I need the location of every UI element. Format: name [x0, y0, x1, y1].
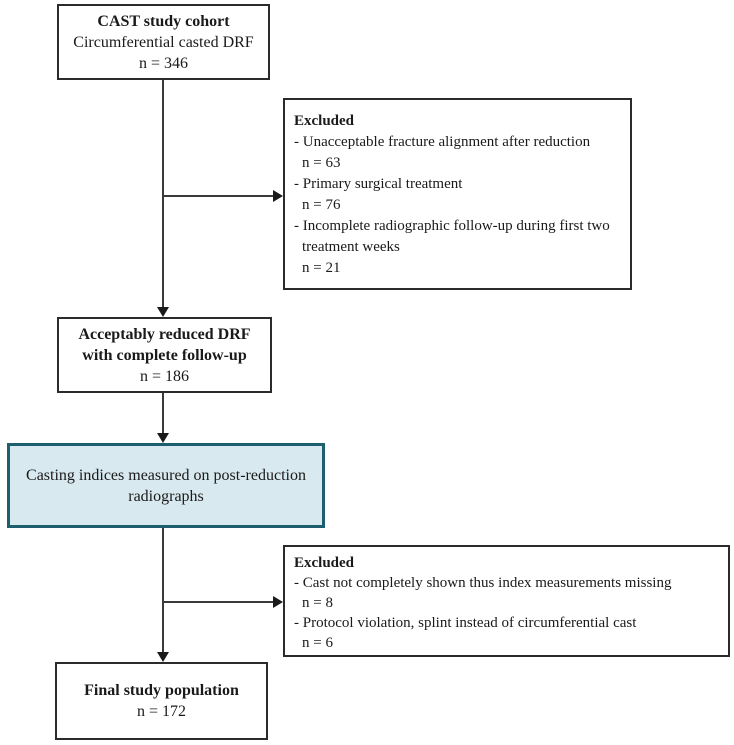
- excluded-1-heading: Excluded: [294, 113, 355, 129]
- excluded-2-reason-2: - Protocol violation, splint instead of …: [294, 615, 637, 631]
- box-excluded-1: Excluded - Unacceptable fracture alignme…: [283, 98, 632, 290]
- excluded-1-reason-3: - Incomplete radiographic follow-up duri…: [294, 218, 610, 255]
- connector-cohort-to-reduced: [162, 80, 164, 307]
- box-final-population: Final study population n = 172: [55, 662, 268, 740]
- cohort-title: CAST study cohort: [97, 12, 230, 30]
- excluded-1-reason-2: - Primary surgical treatment: [294, 176, 463, 192]
- excluded-1-reason-1: - Unacceptable fracture alignment after …: [294, 134, 591, 150]
- box-excluded-2: Excluded - Cast not completely shown thu…: [283, 545, 730, 657]
- excluded-2-reason-1: - Cast not completely shown thus index m…: [294, 575, 672, 591]
- final-title: Final study population: [84, 682, 239, 699]
- excluded-2-count-1: n = 8: [302, 595, 333, 611]
- excluded-1-count-2: n = 76: [302, 197, 341, 213]
- arrowhead-excluded-1: [273, 190, 283, 202]
- box-casting-indices: Casting indices measured on post-reducti…: [7, 443, 325, 528]
- arrowhead-casting-to-final: [157, 652, 169, 662]
- connector-casting-to-final: [162, 528, 164, 652]
- arrowhead-cohort-to-reduced: [157, 307, 169, 317]
- excluded-2-count-2: n = 6: [302, 635, 333, 651]
- casting-line1: Casting indices measured on post-reducti…: [26, 466, 306, 484]
- connector-branch-excluded-1: [163, 195, 273, 197]
- final-count: n = 172: [136, 703, 187, 720]
- connector-reduced-to-casting: [162, 393, 164, 433]
- box-cast-study-cohort: CAST study cohort Circumferential casted…: [57, 4, 270, 80]
- reduced-title-line2: with complete follow-up: [82, 346, 247, 364]
- arrowhead-reduced-to-casting: [157, 433, 169, 443]
- reduced-title-line1: Acceptably reduced DRF: [78, 325, 251, 343]
- box-acceptably-reduced: Acceptably reduced DRF with complete fol…: [57, 317, 272, 393]
- cohort-subtitle: Circumferential casted DRF: [73, 33, 254, 51]
- reduced-count: n = 186: [139, 367, 190, 385]
- connector-branch-excluded-2: [163, 601, 273, 603]
- excluded-2-heading: Excluded: [294, 555, 355, 571]
- excluded-1-count-3: n = 21: [302, 260, 341, 276]
- arrowhead-excluded-2: [273, 596, 283, 608]
- excluded-1-count-1: n = 63: [302, 155, 341, 171]
- cohort-count: n = 346: [138, 54, 189, 72]
- casting-line2: radiographs: [128, 487, 204, 505]
